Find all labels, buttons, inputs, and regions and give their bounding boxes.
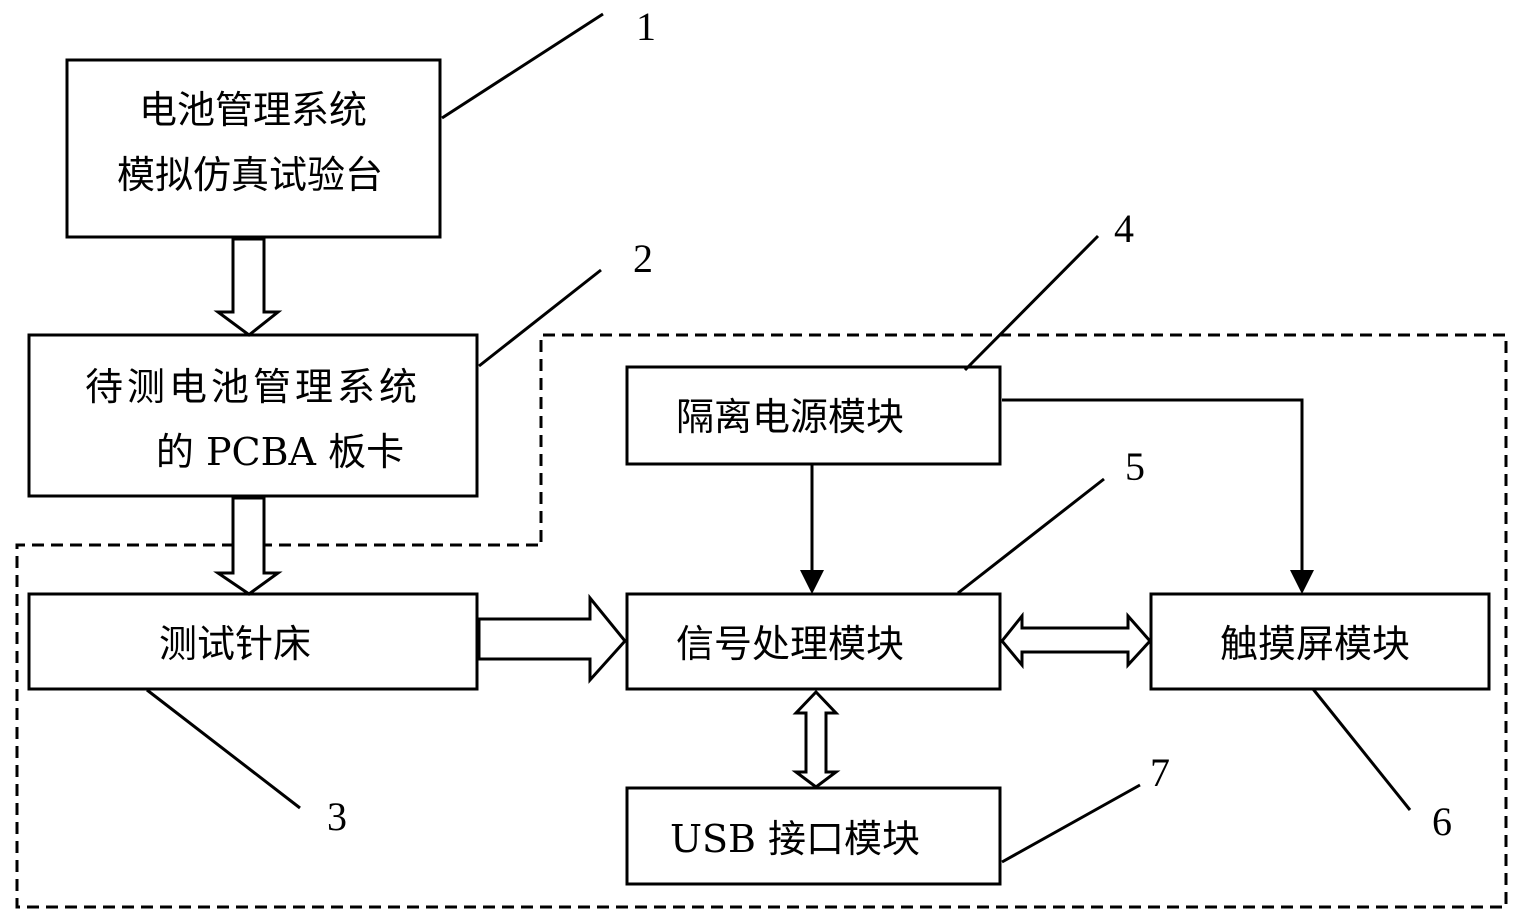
arrow-power-to-signal xyxy=(800,465,824,594)
box-bms-simulator: 电池管理系统 模拟仿真试验台 xyxy=(65,58,442,239)
box-touchscreen-label: 触摸屏模块 xyxy=(1220,622,1410,666)
box-signal-processing-label: 信号处理模块 xyxy=(676,622,904,666)
leader-7 xyxy=(1001,783,1141,864)
box-bms-simulator-line-2: 模拟仿真试验台 xyxy=(117,153,383,197)
arrow-fixture-to-signal xyxy=(477,593,627,684)
arrow-signal-usb xyxy=(791,689,841,789)
leader-6 xyxy=(1311,688,1412,811)
box-bms-simulator-line-1: 电池管理系统 xyxy=(139,88,367,132)
callout-3: 3 xyxy=(327,794,347,839)
leader-5 xyxy=(957,477,1105,595)
box-usb-interface-label: USB 接口模块 xyxy=(670,817,920,861)
box-isolated-power-label: 隔离电源模块 xyxy=(676,395,904,439)
box-pcba-board: 待测电池管理系统 的 PCBA 板卡 xyxy=(27,333,479,498)
box-signal-processing: 信号处理模块 xyxy=(625,592,1002,691)
arrow-bms-to-pcba xyxy=(213,237,283,337)
callout-6: 6 xyxy=(1432,799,1452,844)
leader-4 xyxy=(963,234,1100,372)
callout-7: 7 xyxy=(1150,750,1170,795)
dashed-enclosure xyxy=(15,333,1508,909)
arrow-power-to-touchscreen xyxy=(1002,398,1314,594)
box-touchscreen: 触摸屏模块 xyxy=(1149,592,1491,691)
box-pcba-board-line-1: 待测电池管理系统 xyxy=(85,365,421,409)
arrow-pcba-to-fixture xyxy=(213,496,283,596)
callout-4: 4 xyxy=(1114,206,1134,251)
leader-1 xyxy=(441,12,604,120)
box-usb-interface: USB 接口模块 xyxy=(625,786,1002,886)
box-test-fixture: 测试针床 xyxy=(27,592,479,691)
callout-2: 2 xyxy=(633,236,653,281)
arrow-signal-touchscreen xyxy=(1000,611,1153,670)
callout-5: 5 xyxy=(1125,444,1145,489)
leader-2 xyxy=(478,268,602,368)
box-test-fixture-label: 测试针床 xyxy=(159,622,311,666)
box-isolated-power: 隔离电源模块 xyxy=(625,365,1002,466)
leader-3 xyxy=(146,688,301,810)
box-pcba-board-line-2: 的 PCBA 板卡 xyxy=(156,430,404,474)
callout-1: 1 xyxy=(636,4,656,49)
